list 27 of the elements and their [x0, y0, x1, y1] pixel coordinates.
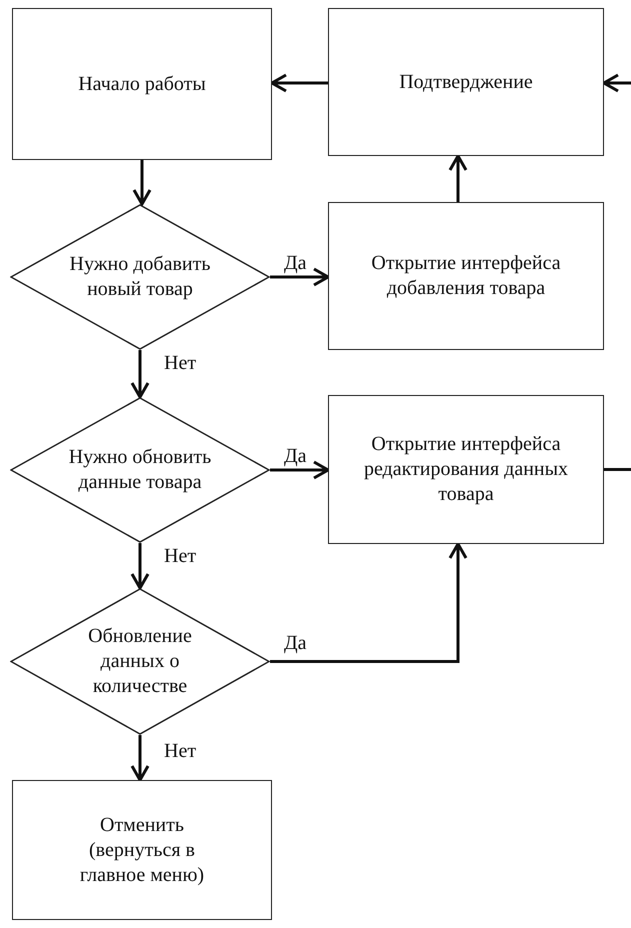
arrow [130, 735, 150, 782]
arrow [132, 160, 152, 206]
node-text: Открытие интерфейса добавления товара [370, 251, 562, 301]
process-box [12, 780, 272, 920]
arrow [270, 74, 328, 92]
arrow [130, 543, 150, 590]
process-box [328, 202, 604, 350]
decision-diamond [10, 204, 270, 350]
connector-line [604, 468, 631, 471]
node-text: Нужно обновить данные товара [68, 445, 212, 495]
arrow [270, 268, 330, 286]
decision-diamond [10, 588, 270, 735]
process-box [328, 8, 604, 156]
process-box [328, 395, 604, 544]
node-text: Отменить (вернуться в главное меню) [78, 812, 206, 888]
node-text: Подтверджение [399, 70, 533, 94]
process-box [12, 8, 272, 160]
arrow [130, 350, 150, 398]
node-text: Обновление данных о количестве [87, 624, 193, 699]
node-text: Начало работы [78, 72, 206, 96]
arrow [602, 74, 631, 92]
decision-diamond [10, 397, 270, 543]
node-text: Нужно добавить новый товар [68, 252, 212, 302]
arrow [270, 542, 468, 663]
arrow [448, 154, 468, 202]
node-text: Открытие интерфейса редактирования данных товара [362, 432, 570, 507]
arrow [270, 460, 330, 480]
